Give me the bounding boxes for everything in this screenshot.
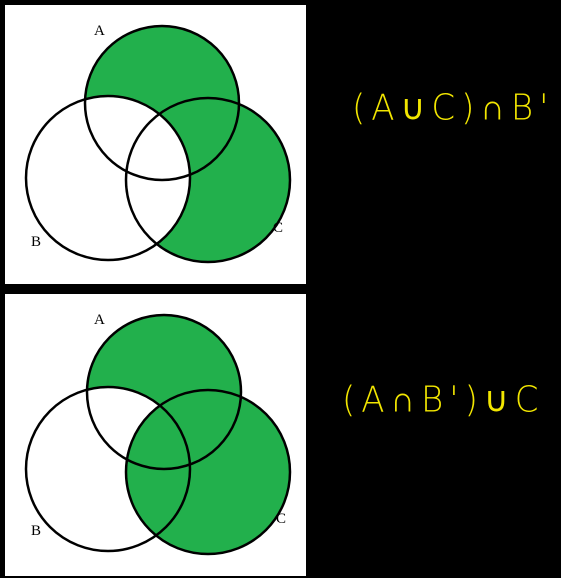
set-c-region-bottom xyxy=(126,390,290,554)
formula-top: (A∪C)∩B' xyxy=(352,87,555,129)
venn-panel-bottom: A B C xyxy=(5,294,306,576)
venn-diagram-bottom: A B C xyxy=(24,312,292,556)
circle-a-bottom xyxy=(85,313,243,471)
label-a-top: A xyxy=(94,23,105,39)
circle-c-bottom xyxy=(124,388,292,556)
label-b-top: B xyxy=(31,234,41,250)
label-c-top: C xyxy=(273,220,283,236)
circle-c-top xyxy=(124,96,292,264)
venn-panel-top: A B C xyxy=(5,5,306,284)
venn-diagram-top: A B C xyxy=(24,23,292,264)
label-c-bottom: C xyxy=(276,511,286,527)
label-b-bottom: B xyxy=(31,523,41,539)
circle-b-top xyxy=(24,94,192,262)
set-b-region-top xyxy=(26,96,190,260)
circle-b-bottom xyxy=(24,385,192,553)
formula-bottom: (A∩B')∪C xyxy=(342,379,545,421)
label-a-bottom: A xyxy=(94,312,105,328)
